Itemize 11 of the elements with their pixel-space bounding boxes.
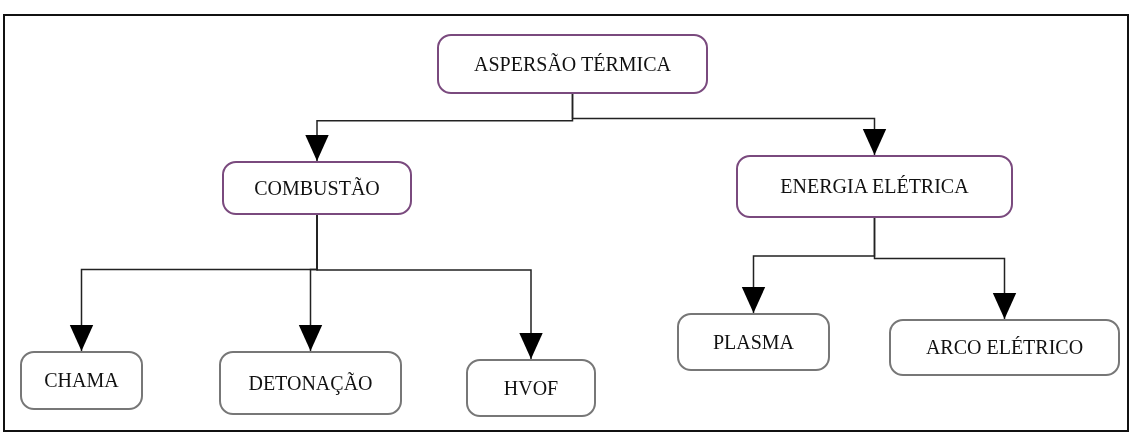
- process-box: ENERGIA ELÉTRICA: [736, 155, 1013, 218]
- process-box: ARCO ELÉTRICO: [889, 319, 1120, 376]
- process-box: DETONAÇÃO: [219, 351, 402, 415]
- process-box: HVOF: [466, 359, 596, 417]
- process-box: PLASMA: [677, 313, 830, 371]
- arrow: [316, 214, 543, 360]
- arrow: [571, 93, 887, 156]
- process-box: CHAMA: [20, 351, 143, 410]
- process-box: ASPERSÃO TÉRMICA: [437, 34, 708, 94]
- arrow: [873, 217, 1017, 320]
- process-box: COMBUSTÃO: [222, 161, 412, 215]
